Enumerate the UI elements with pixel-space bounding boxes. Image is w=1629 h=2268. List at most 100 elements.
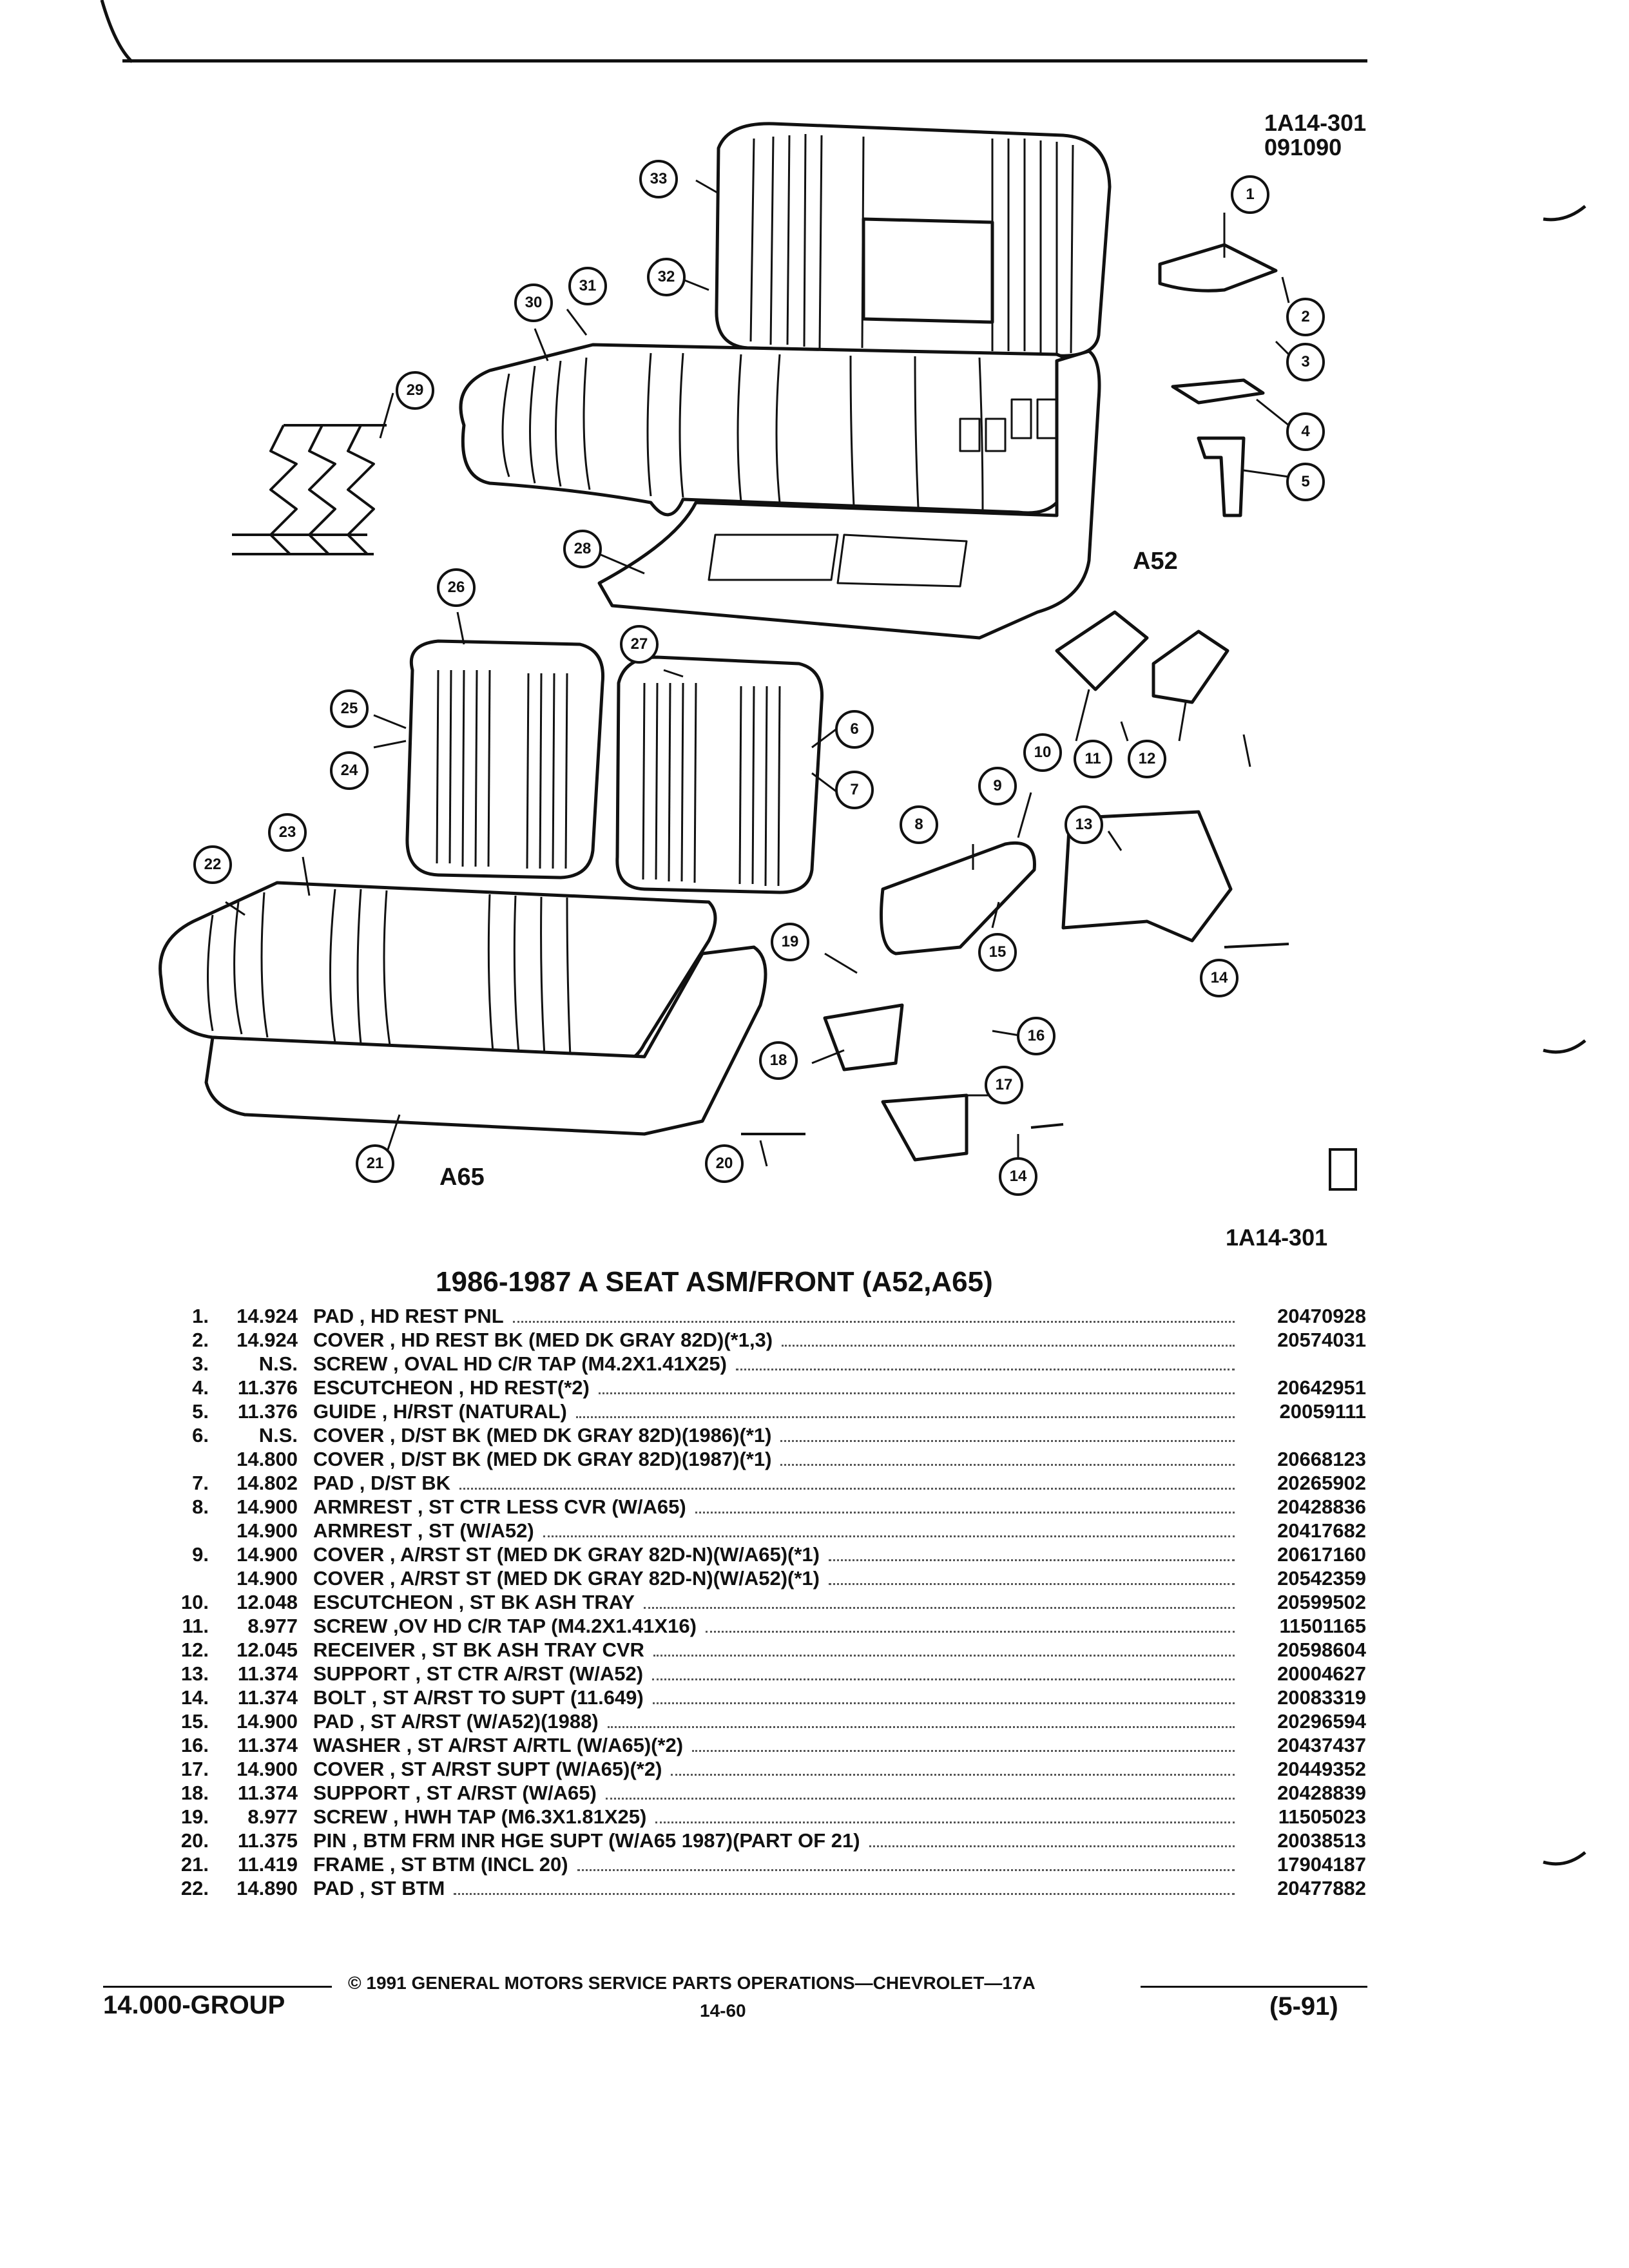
group-code: 11.376 — [237, 1376, 298, 1399]
part-description: GUIDE , H/RST (NATURAL) — [313, 1400, 567, 1423]
gm-spo-logo — [1329, 1148, 1357, 1191]
leader-dots — [780, 1440, 1235, 1442]
item-number: 6. — [192, 1424, 209, 1446]
armrest-support — [1061, 810, 1233, 943]
leader-dots — [671, 1774, 1235, 1776]
callout-14b: 14 — [999, 1157, 1037, 1196]
headrest-guide — [1197, 436, 1246, 517]
group-code: N.S. — [258, 1424, 298, 1446]
part-number: 20265902 — [1277, 1472, 1366, 1494]
leader-dots — [780, 1464, 1235, 1466]
item-number: 13. — [180, 1662, 209, 1685]
armrest-support-a65 — [823, 1003, 904, 1072]
part-description: PIN , BTM FRM INR HGE SUPT (W/A65 1987)(… — [313, 1829, 860, 1852]
part-number: 20642951 — [1277, 1376, 1366, 1399]
part-number: 20004627 — [1277, 1662, 1366, 1685]
group-code: 14.924 — [236, 1305, 298, 1327]
part-description: COVER , HD REST BK (MED DK GRAY 82D)(*1,… — [313, 1329, 773, 1351]
ash-tray-escutcheon — [1055, 610, 1149, 691]
group-code: 11.376 — [237, 1400, 298, 1423]
a65-seat-frame — [204, 945, 767, 1136]
group-code: 14.900 — [236, 1543, 298, 1566]
a52-seat-frame — [597, 349, 1101, 640]
part-number: 20599502 — [1277, 1591, 1366, 1613]
group-code: 14.924 — [236, 1329, 298, 1351]
item-number: 5. — [192, 1400, 209, 1423]
headrest-escutcheon — [1171, 378, 1265, 405]
callout-4: 4 — [1286, 412, 1325, 451]
callout-3: 3 — [1286, 343, 1325, 381]
figure-id-bottom: 1A14-301 — [1226, 1224, 1328, 1251]
revision-date: (5-91) — [1269, 1992, 1338, 2021]
callout-26: 26 — [437, 568, 476, 607]
part-number: 17904187 — [1277, 1853, 1366, 1876]
leader-dots — [735, 1369, 1235, 1370]
callout-5: 5 — [1286, 463, 1325, 501]
armrest-support-cover — [881, 1093, 969, 1162]
callout-31: 31 — [568, 267, 607, 305]
page-number: 14-60 — [700, 2001, 746, 2021]
part-number: 20038513 — [1277, 1829, 1366, 1852]
item-number: 10. — [180, 1591, 209, 1613]
item-number: 8. — [192, 1495, 209, 1518]
leader-dots — [829, 1559, 1235, 1561]
group-code: 11.419 — [237, 1853, 298, 1876]
group-code: 11.374 — [237, 1734, 298, 1756]
part-description: SUPPORT , ST A/RST (W/A65) — [313, 1782, 597, 1804]
part-number: 20428836 — [1277, 1495, 1366, 1518]
leader-dots — [598, 1392, 1235, 1394]
right-seat-back — [615, 655, 824, 894]
part-number: 20296594 — [1277, 1710, 1366, 1733]
item-number: 22. — [180, 1877, 209, 1899]
leader-dots — [692, 1750, 1235, 1752]
callout-25: 25 — [330, 689, 369, 728]
group-code: N.S. — [258, 1352, 298, 1375]
group-code: 14.900 — [236, 1519, 298, 1542]
item-number: 20. — [180, 1829, 209, 1852]
part-number: 11501165 — [1279, 1615, 1366, 1637]
part-description: SCREW ,OV HD C/R TAP (M4.2X1.41X16) — [313, 1615, 697, 1637]
group-code: 14.802 — [236, 1472, 298, 1494]
leader-dots — [512, 1321, 1235, 1323]
item-number: 3. — [192, 1352, 209, 1375]
item-number: 11. — [182, 1615, 209, 1637]
part-description: WASHER , ST A/RST A/RTL (W/A65)(*2) — [313, 1734, 684, 1756]
callout-10: 10 — [1023, 733, 1062, 772]
callout-9: 9 — [978, 767, 1017, 805]
group-code: 12.048 — [236, 1591, 298, 1613]
page-title: 1986-1987 A SEAT ASM/FRONT (A52,A65) — [436, 1266, 993, 1298]
part-description: FRAME , ST BTM (INCL 20) — [313, 1853, 568, 1876]
leader-dots — [575, 1416, 1235, 1418]
figure-id-block: 1A14-301 091090 — [1264, 111, 1366, 160]
item-number: 2. — [192, 1329, 209, 1351]
item-number: 17. — [180, 1758, 209, 1780]
leader-dots — [643, 1607, 1235, 1609]
item-number: 9. — [192, 1543, 209, 1566]
leader-dots — [652, 1702, 1235, 1704]
part-description: ESCUTCHEON , ST BK ASH TRAY — [313, 1591, 635, 1613]
item-number: 4. — [192, 1376, 209, 1399]
callout-29: 29 — [396, 371, 434, 410]
part-description: BOLT , ST A/RST TO SUPT (11.649) — [313, 1686, 644, 1709]
part-description: RECEIVER , ST BK ASH TRAY CVR — [313, 1639, 644, 1661]
callout-32: 32 — [647, 258, 686, 296]
callout-28: 28 — [563, 530, 602, 568]
callout-16: 16 — [1017, 1017, 1055, 1055]
part-description: COVER , D/ST BK (MED DK GRAY 82D)(1987)(… — [313, 1448, 772, 1470]
item-number: 7. — [192, 1472, 209, 1494]
part-number: 20083319 — [1277, 1686, 1366, 1709]
callout-19: 19 — [771, 923, 809, 961]
part-description: PAD , D/ST BK — [313, 1472, 450, 1494]
part-number: 20437437 — [1277, 1734, 1366, 1756]
leader-dots — [829, 1583, 1235, 1585]
footer-rule-left — [103, 1986, 332, 1988]
